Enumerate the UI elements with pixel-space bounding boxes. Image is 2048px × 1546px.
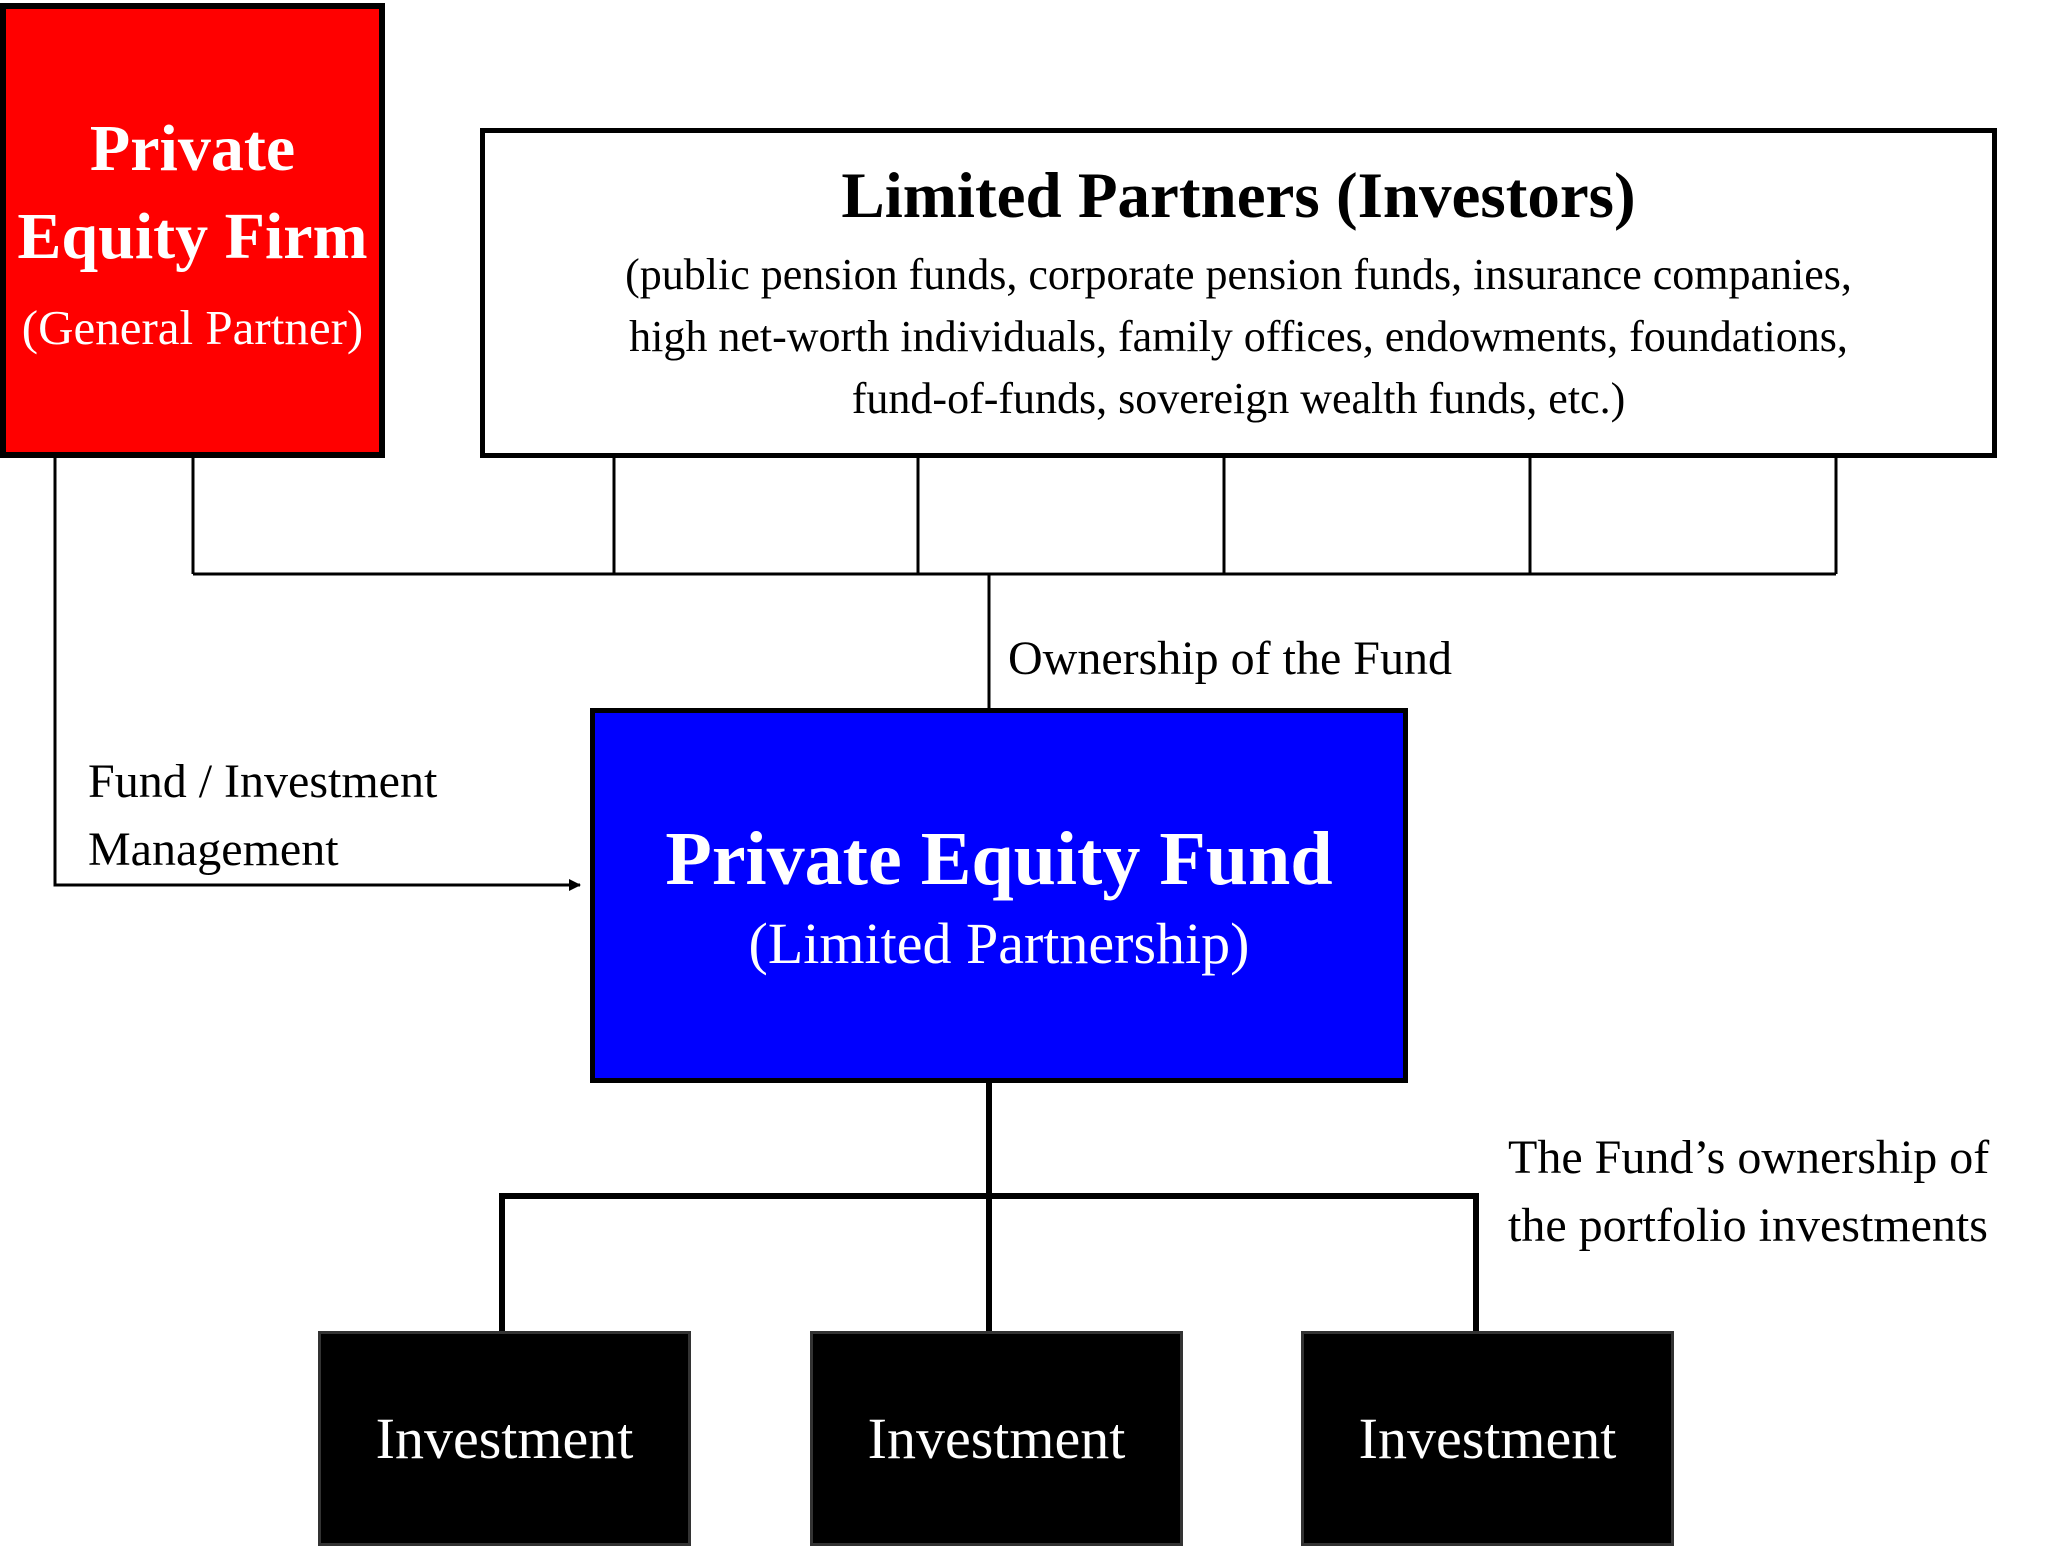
limited-partners-box: Limited Partners (Investors) (public pen… [480, 128, 1997, 458]
limited-partners-title: Limited Partners (Investors) [841, 160, 1636, 232]
fund-management-label: Fund / Investment Management [88, 748, 437, 884]
private-equity-fund-box: Private Equity Fund (Limited Partnership… [590, 708, 1408, 1083]
limited-partners-description: (public pension funds, corporate pension… [625, 244, 1852, 430]
general-partner-title: Private Equity Firm [17, 105, 367, 281]
general-partner-title-line1: Private [89, 112, 296, 185]
general-partner-title-line2: Equity Firm [17, 200, 368, 273]
portfolio-ownership-label-line2: the portfolio investments [1508, 1199, 1988, 1252]
fund-subtitle: (Limited Partnership) [748, 911, 1250, 976]
investment-label-2: Investment [867, 1406, 1126, 1471]
ownership-of-fund-label: Ownership of the Fund [1008, 632, 1452, 685]
investment-box-2: Investment [810, 1331, 1183, 1546]
management-arrow [53, 458, 581, 891]
general-partner-box: Private Equity Firm (General Partner) [0, 3, 385, 458]
fund-title: Private Equity Fund [665, 817, 1333, 901]
portfolio-ownership-label: The Fund’s ownership of the portfolio in… [1508, 1124, 1989, 1260]
limited-partners-desc-line2: high net-worth individuals, family offic… [629, 312, 1848, 361]
portfolio-ownership-label-line1: The Fund’s ownership of [1508, 1131, 1990, 1184]
investment-box-1: Investment [318, 1331, 691, 1546]
investment-label-3: Investment [1358, 1406, 1617, 1471]
fund-management-label-line2: Management [88, 823, 339, 876]
investment-box-3: Investment [1301, 1331, 1674, 1546]
limited-partners-desc-line1: (public pension funds, corporate pension… [625, 250, 1852, 299]
fund-management-label-line1: Fund / Investment [88, 755, 438, 808]
general-partner-subtitle: (General Partner) [21, 300, 364, 355]
investment-label-1: Investment [375, 1406, 634, 1471]
limited-partners-desc-line3: fund-of-funds, sovereign wealth funds, e… [851, 374, 1626, 423]
